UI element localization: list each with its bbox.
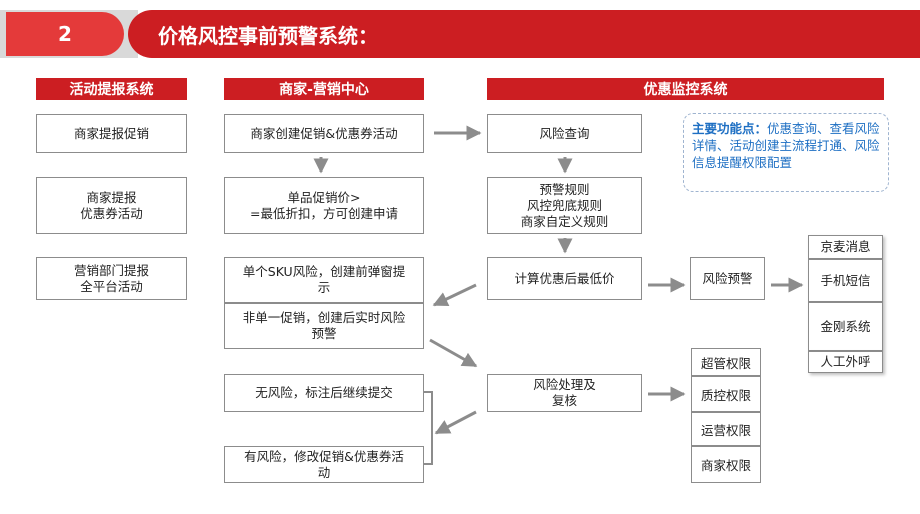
channel-manual-call: 人工外呼: [808, 351, 883, 373]
merchant-box-single-price-rule: 单品促销价> =最低折扣，方可创建申请: [224, 177, 424, 234]
monitor-box-risk-alert: 风险预警: [690, 257, 765, 300]
merchant-box-has-risk: 有风险，修改促销&优惠券活 动: [224, 446, 424, 483]
key-features-text: 优惠查询、查看风险详情、活动创建主流程打通、风险信息提醒权限配置: [692, 121, 880, 170]
channel-jingang-system: 金刚系统: [808, 302, 883, 351]
merchant-box-create-activity: 商家创建促销&优惠券活动: [224, 114, 424, 153]
channel-jingmai-message: 京麦消息: [808, 235, 883, 259]
arrow-handling-to-merchant: [434, 410, 477, 435]
permission-super-admin: 超管权限: [691, 348, 761, 376]
arrow-risk-to-handling: [429, 338, 478, 368]
monitor-box-calc-lowest-price: 计算优惠后最低价: [487, 257, 642, 300]
section-number: 2: [6, 12, 124, 56]
merchant-box-no-risk: 无风险，标注后继续提交: [224, 374, 424, 412]
monitor-box-risk-query: 风险查询: [487, 114, 642, 153]
activity-box-merchant-promo: 商家提报促销: [36, 114, 187, 153]
permission-quality-control: 质控权限: [691, 376, 761, 412]
monitor-box-risk-handling: 风险处理及 复核: [487, 374, 642, 412]
monitor-box-alert-rules: 预警规则 风控兜底规则 商家自定义规则: [487, 177, 642, 234]
activity-box-marketing-platform: 营销部门提报 全平台活动: [36, 257, 187, 300]
column-header-monitor: 优惠监控系统: [487, 78, 884, 100]
column-header-merchant: 商家-营销中心: [224, 78, 424, 100]
key-features-label: 主要功能点：: [692, 121, 768, 136]
arrow-calc-to-merchant-risk: [432, 283, 477, 307]
column-header-activity: 活动提报系统: [36, 78, 187, 100]
merchant-box-sku-risk: 单个SKU风险，创建前弹窗提 示: [224, 257, 424, 303]
outcome-bracket: [424, 391, 433, 465]
permission-merchant: 商家权限: [691, 446, 761, 483]
channel-sms: 手机短信: [808, 259, 883, 302]
page-title: 价格风控事前预警系统：: [128, 10, 920, 58]
activity-box-merchant-coupon: 商家提报 优惠券活动: [36, 177, 187, 234]
merchant-box-non-single-risk: 非单一促销，创建后实时风险 预警: [224, 303, 424, 349]
key-features-note: 主要功能点：优惠查询、查看风险详情、活动创建主流程打通、风险信息提醒权限配置: [683, 113, 889, 192]
permission-operations: 运营权限: [691, 412, 761, 446]
